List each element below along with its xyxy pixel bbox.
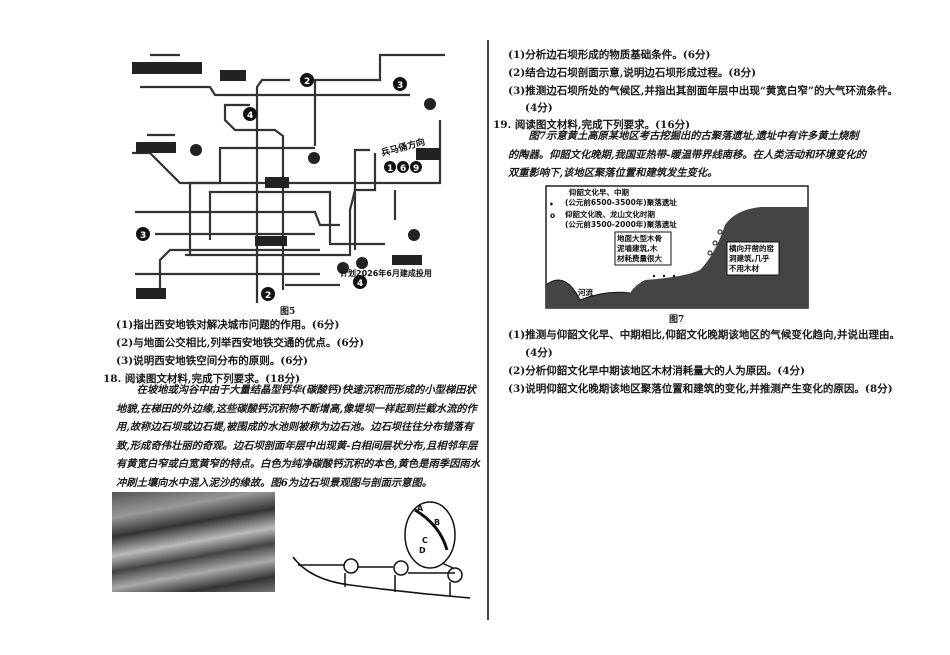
label-d: D <box>419 546 426 555</box>
line-number-label: 4 <box>357 279 363 289</box>
q19-material: 图7示意黄土高原某地区考古挖掘出的古聚落遗址,遗址中有许多黄土烧制的陶器。仰韶文… <box>508 130 866 180</box>
legend-early-line1: 仰韶文化早、中期 <box>569 187 629 197</box>
line-number-label: 3 <box>397 81 403 91</box>
q18-item-1: (1)分析边石坝形成的物质基础条件。(6分) <box>508 49 711 61</box>
q17-item-1: (1)指出西安地铁对解决城市问题的作用。(6分) <box>116 319 340 331</box>
figure5-metro-map: 2 3 4 3 4 2 1 6 9 兵马俑方向 计划2026年6月建成投用 <box>132 53 445 303</box>
callout-right-line1: 横向开凿的窑 <box>729 243 774 253</box>
line-number-label: 6 <box>400 164 406 174</box>
figure6-profile-diagram: A B C D <box>292 501 471 599</box>
legend-early-line2: (公元前6500-3500年)聚落遗址 <box>565 197 677 207</box>
legend-symbol-late: o <box>550 211 555 220</box>
line-number-label: 3 <box>140 231 146 241</box>
q18-item-3: (3)推测边石坝所处的气候区,并指出其剖面年层中出现“黄宽白窄”的大气环流条件。 <box>508 85 898 97</box>
callout-left-line1: 地面大型木骨 <box>617 233 662 243</box>
label-a: A <box>417 504 424 513</box>
callout-right-line3: 不用木材 <box>729 263 759 273</box>
q19-title: 19. 阅读图文材料,完成下列要求。(16分) <box>493 119 691 131</box>
q18-item-3-score: (4分) <box>525 102 553 114</box>
q19-item-1: (1)推测与仰韶文化早、中期相比,仰韶文化晚期该地区的气候变化趋向,并说出理由。 <box>508 329 901 341</box>
q18-item-2: (2)结合边石坝剖面示意,说明边石坝形成过程。(8分) <box>508 67 757 79</box>
legend-late-line2: (公元前3500-2000年)聚落遗址 <box>565 219 677 229</box>
planned-note: 计划2026年6月建成投用 <box>340 268 432 278</box>
label-b: B <box>434 518 440 527</box>
q19-item-2: (2)分析仰韶文化早中期该地区木材消耗量大的人为原因。(4分) <box>508 365 805 377</box>
figure5-caption: 图5 <box>280 307 296 317</box>
callout-left-line3: 材耗费量很大 <box>617 253 662 263</box>
column-divider <box>487 40 489 620</box>
q19-item-1-score: (4分) <box>525 347 553 359</box>
callout-right-line2: 洞建筑,几乎 <box>728 253 770 263</box>
line-number-label: 4 <box>247 111 253 121</box>
figure7-settlement-profile: • 仰韶文化早、中期 (公元前6500-3500年)聚落遗址 o 仰韶文化晚、龙… <box>545 185 809 309</box>
label-c: C <box>422 536 428 545</box>
legend-late-line1: 仰韶文化晚、龙山文化时期 <box>565 209 655 219</box>
legend-symbol-early: • <box>549 200 554 209</box>
callout-left-line2: 泥墙建筑,木 <box>617 243 658 253</box>
line-number-label: 2 <box>304 77 310 87</box>
q18-material: 在坡地或沟谷中由于大量结晶型钙华(碳酸钙)快速沉积而形成的小型梯田状地貌,在梯田… <box>116 384 480 489</box>
figure6-landscape-photo <box>112 492 275 592</box>
line-number-label: 9 <box>413 164 419 174</box>
figure7-caption: 图7 <box>669 315 685 325</box>
q18-title: 18. 阅读图文材料,完成下列要求。(18分) <box>103 373 301 385</box>
q17-item-3: (3)说明西安地铁空间分布的原则。(6分) <box>116 355 308 367</box>
line-number-label: 1 <box>387 164 393 174</box>
q19-item-3: (3)说明仰韶文化晚期该地区聚落位置和建筑的变化,并推测产生变化的原因。(8分) <box>508 383 893 395</box>
q17-item-2: (2)与地面公交相比,列举西安地铁交通的优点。(6分) <box>116 337 365 349</box>
river-label: 河流 <box>578 287 593 297</box>
line-number-label: 2 <box>265 291 271 301</box>
